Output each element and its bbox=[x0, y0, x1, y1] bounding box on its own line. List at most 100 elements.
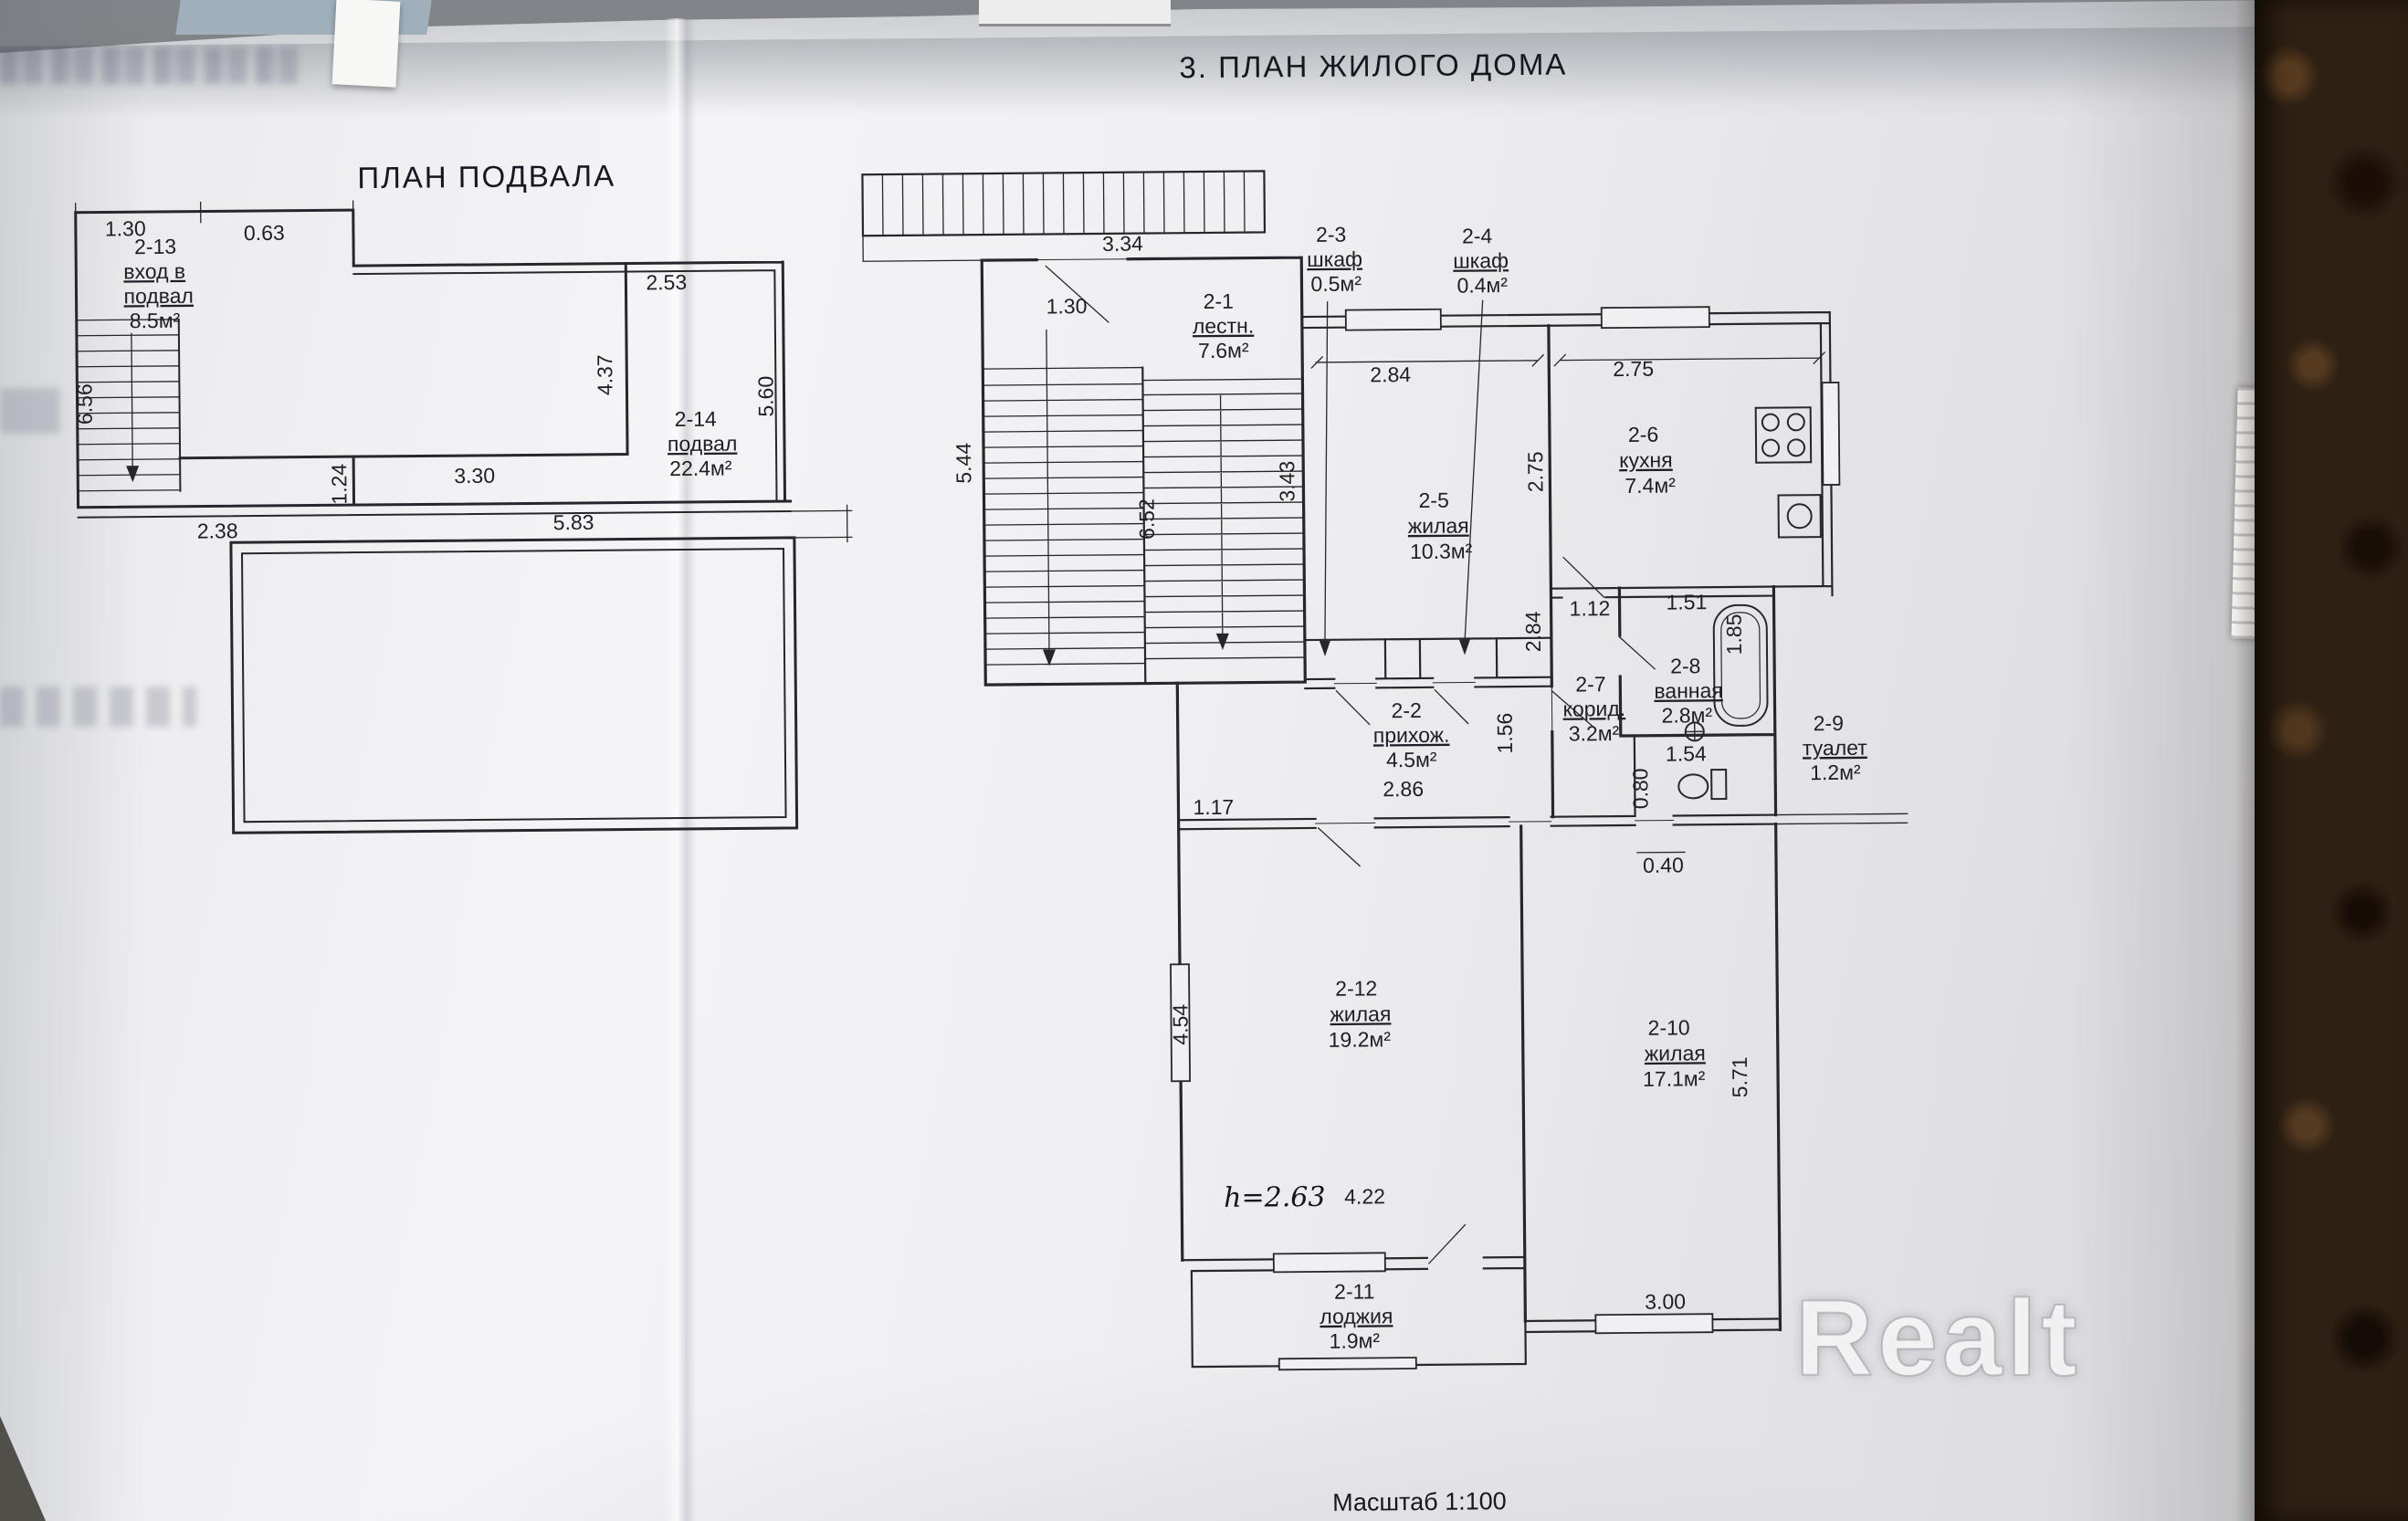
stove-icon bbox=[1754, 406, 1813, 464]
room-2-1-area: 7.6м² bbox=[1198, 339, 1249, 362]
dim-label: 5.60 bbox=[753, 376, 777, 417]
room-2-9-area: 1.2м² bbox=[1810, 760, 1861, 784]
room-2-10-id: 2-10 bbox=[1647, 1015, 1689, 1039]
leather-folder-edge bbox=[2255, 0, 2408, 1521]
dim-label: 3.34 bbox=[1102, 232, 1143, 256]
dim-label: 1.54 bbox=[1666, 741, 1707, 765]
basement-title: ПЛАН ПОДВАЛА bbox=[357, 159, 615, 194]
dim-label: 1.30 bbox=[105, 216, 146, 240]
room-2-13-name2: подвал bbox=[123, 284, 194, 309]
room-2-11-area: 1.9м² bbox=[1329, 1328, 1380, 1352]
basement-stair-treads bbox=[76, 319, 182, 492]
stair-arrowhead-right bbox=[1215, 633, 1229, 650]
stove-burner-icon bbox=[1786, 413, 1805, 432]
dim-label: 5.44 bbox=[952, 443, 975, 484]
room-2-3-area: 0.5м² bbox=[1310, 271, 1362, 295]
window-room10 bbox=[1594, 1313, 1714, 1335]
basement-stairs-arrowhead bbox=[126, 466, 140, 483]
bathtub-icon bbox=[1712, 603, 1769, 727]
main-plan bbox=[861, 170, 1909, 1371]
dim-label: 3.30 bbox=[454, 464, 495, 488]
room-2-13-area: 8.5м² bbox=[130, 309, 181, 332]
window-loggia-door bbox=[1272, 1252, 1386, 1274]
window-loggia bbox=[1278, 1357, 1417, 1371]
room-2-5-name: жилая bbox=[1408, 513, 1469, 538]
dim-label: 4.54 bbox=[1168, 1004, 1192, 1045]
room-2-1-id: 2-1 bbox=[1204, 289, 1234, 313]
window-kitchen-right bbox=[1821, 382, 1841, 486]
room-2-6-area: 7.4м² bbox=[1625, 473, 1676, 497]
dim-label: 1.51 bbox=[1666, 590, 1707, 614]
kitchen-sink-icon bbox=[1777, 494, 1822, 539]
room-2-4-id: 2-4 bbox=[1462, 224, 1493, 247]
kitchen-sink-bowl-icon bbox=[1786, 503, 1813, 530]
closet-leader-arrowhead-right bbox=[1458, 639, 1470, 656]
room-2-11-id: 2-11 bbox=[1334, 1279, 1375, 1303]
stair-arrowhead-left bbox=[1042, 649, 1056, 666]
dim-label: 1.17 bbox=[1193, 795, 1234, 819]
room-2-11-name: лоджия bbox=[1320, 1304, 1393, 1328]
room-2-7-id: 2-7 bbox=[1575, 672, 1605, 696]
dim-label: 2.38 bbox=[197, 519, 238, 542]
room-2-12-name: жилая bbox=[1330, 1002, 1391, 1026]
room-2-13-id: 2-13 bbox=[134, 235, 176, 258]
room-2-9-id: 2-9 bbox=[1814, 711, 1844, 735]
basement-dim-ticks bbox=[74, 200, 853, 543]
dim-label: 0.40 bbox=[1643, 853, 1684, 876]
room-2-6-name: кухня bbox=[1619, 448, 1673, 473]
dim-label: 2.75 bbox=[1613, 357, 1654, 381]
room-2-5-id: 2-5 bbox=[1418, 488, 1448, 512]
dim-label: 2.75 bbox=[1523, 451, 1547, 492]
dim-label: 1.30 bbox=[1046, 294, 1088, 318]
closet-leader-arrowhead-left bbox=[1319, 640, 1330, 656]
dim-label: 0.63 bbox=[244, 221, 285, 245]
room-2-7-area: 3.2м² bbox=[1569, 721, 1620, 745]
room-2-14-name: подвал bbox=[668, 431, 738, 456]
dim-label: 2.84 bbox=[1370, 362, 1411, 386]
plan-labels: ПЛАН ПОДВАЛА 3. ПЛАН ЖИЛОГО ДОМА Масштаб… bbox=[72, 47, 1867, 1516]
main-thin-lines bbox=[862, 170, 1909, 1264]
bathtub-inner-icon bbox=[1720, 612, 1761, 719]
stove-burner-icon bbox=[1761, 438, 1781, 457]
washbasin-cross-icon bbox=[1685, 721, 1705, 742]
window-kitchen bbox=[1600, 306, 1710, 330]
main-title: 3. ПЛАН ЖИЛОГО ДОМА bbox=[1179, 47, 1567, 85]
window-room12-left bbox=[1170, 963, 1191, 1083]
dim-label: 5.71 bbox=[1728, 1056, 1751, 1097]
other-document-top bbox=[979, 0, 1171, 26]
main-inner-walls bbox=[861, 170, 1834, 1369]
dim-label: 6.56 bbox=[72, 383, 96, 425]
basement-plan bbox=[74, 200, 853, 834]
room-2-12-area: 19.2м² bbox=[1329, 1027, 1392, 1052]
room-2-7-name: корид. bbox=[1562, 697, 1625, 721]
room-2-2-area: 4.5м² bbox=[1386, 748, 1437, 771]
toilet-bowl-icon bbox=[1677, 773, 1709, 800]
room-2-3-name: шкаф bbox=[1307, 247, 1362, 271]
paper-sheet bbox=[0, 0, 2285, 1521]
stove-burner-icon bbox=[1787, 438, 1806, 457]
scale-label: Масштаб 1:100 bbox=[1332, 1487, 1507, 1516]
room-2-6-id: 2-6 bbox=[1628, 423, 1658, 446]
ceiling-height-note: h=2.63 bbox=[1224, 1181, 1326, 1214]
room-2-5-area: 10.3м² bbox=[1410, 539, 1473, 563]
toilet-tank-icon bbox=[1710, 769, 1728, 801]
basement-walls bbox=[74, 208, 799, 834]
dim-label: 2.84 bbox=[1521, 611, 1545, 652]
dim-label: 1.56 bbox=[1493, 713, 1517, 754]
room-2-9-name: туалет bbox=[1803, 736, 1867, 760]
dim-label: 6.52 bbox=[1135, 498, 1159, 540]
room-2-10-name: жилая bbox=[1645, 1041, 1706, 1065]
dim-label: 3.00 bbox=[1645, 1289, 1686, 1313]
room-2-8-id: 2-8 bbox=[1670, 654, 1700, 677]
room-2-3-id: 2-3 bbox=[1316, 223, 1346, 247]
dim-label: 0.80 bbox=[1628, 768, 1652, 809]
room-2-4-area: 0.4м² bbox=[1456, 273, 1508, 297]
room-2-10-area: 17.1м² bbox=[1643, 1066, 1706, 1091]
dim-label: 5.83 bbox=[553, 510, 594, 534]
main-thresholds bbox=[1036, 258, 1675, 824]
room-2-8-name: ванная bbox=[1654, 678, 1723, 703]
dim-label: 4.22 bbox=[1344, 1184, 1385, 1208]
room-2-12-id: 2-12 bbox=[1335, 976, 1377, 1000]
basement-inner-walls bbox=[77, 269, 792, 823]
